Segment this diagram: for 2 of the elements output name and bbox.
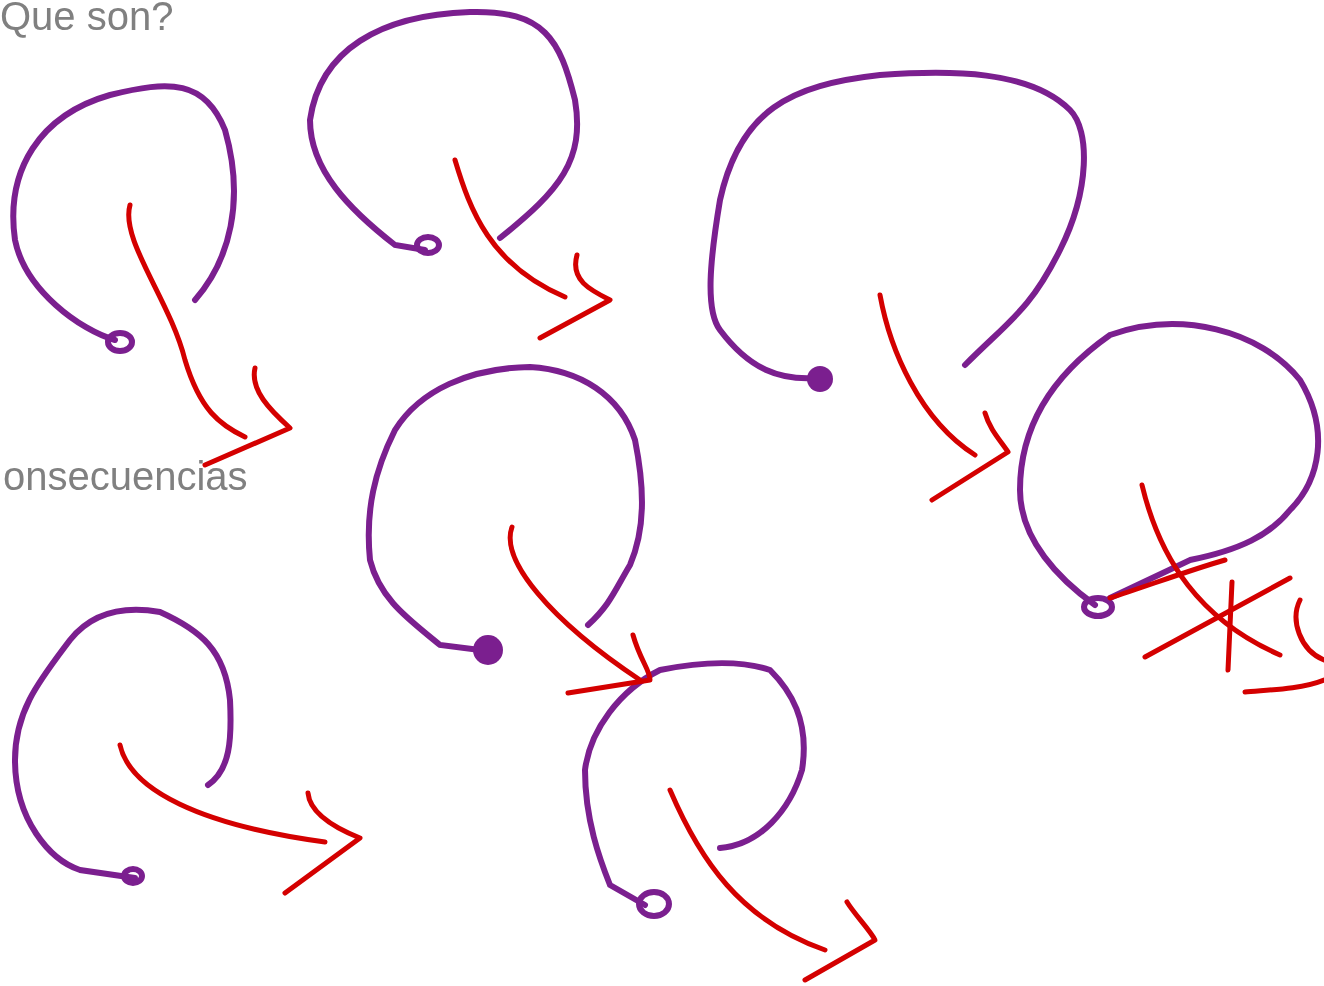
heading-text: Que son?	[0, 0, 174, 36]
section-heading: onsecuencias	[3, 456, 248, 496]
